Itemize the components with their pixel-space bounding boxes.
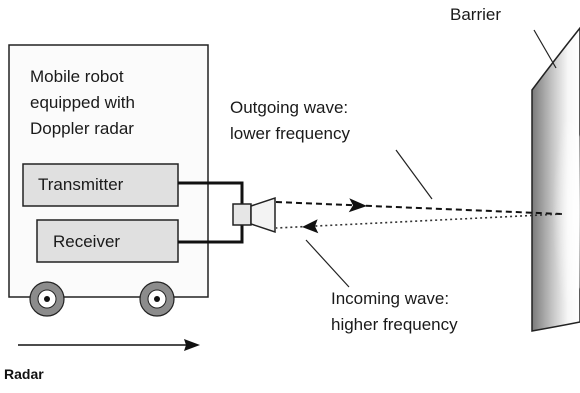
- barrier-pointer-line: [533, 29, 557, 69]
- figure-caption: Radar: [4, 366, 44, 382]
- barrier-label: Barrier: [450, 5, 502, 24]
- wheel-left: [29, 281, 65, 317]
- robot-label-line-1: Mobile robot: [30, 67, 124, 86]
- antenna-horn: [232, 196, 276, 234]
- motion-arrowhead: [184, 339, 200, 351]
- robot-label-line-2: equipped with: [30, 93, 135, 112]
- incoming-label-line-2: higher frequency: [331, 315, 458, 334]
- transmitter-wire: [178, 181, 244, 205]
- receiver-label: Receiver: [53, 232, 121, 251]
- outgoing-label-line-1: Outgoing wave:: [230, 98, 349, 117]
- robot-label-line-3: Doppler radar: [30, 119, 134, 138]
- transmitter-label: Transmitter: [38, 175, 124, 194]
- wheel-right: [139, 281, 175, 317]
- barrier: [531, 26, 580, 332]
- transmitter-box: [22, 163, 179, 207]
- outgoing-wave-arrowhead: [348, 198, 367, 213]
- incoming-wave-arrowhead: [302, 219, 319, 234]
- outgoing-label-line-2: lower frequency: [230, 124, 351, 143]
- outgoing-wave-line: [275, 201, 563, 215]
- receiver-wire: [178, 224, 244, 244]
- outgoing-pointer-line: [395, 149, 433, 200]
- incoming-wave-line: [275, 213, 563, 229]
- incoming-label-line-1: Incoming wave:: [331, 289, 450, 308]
- incoming-pointer-line: [305, 239, 350, 288]
